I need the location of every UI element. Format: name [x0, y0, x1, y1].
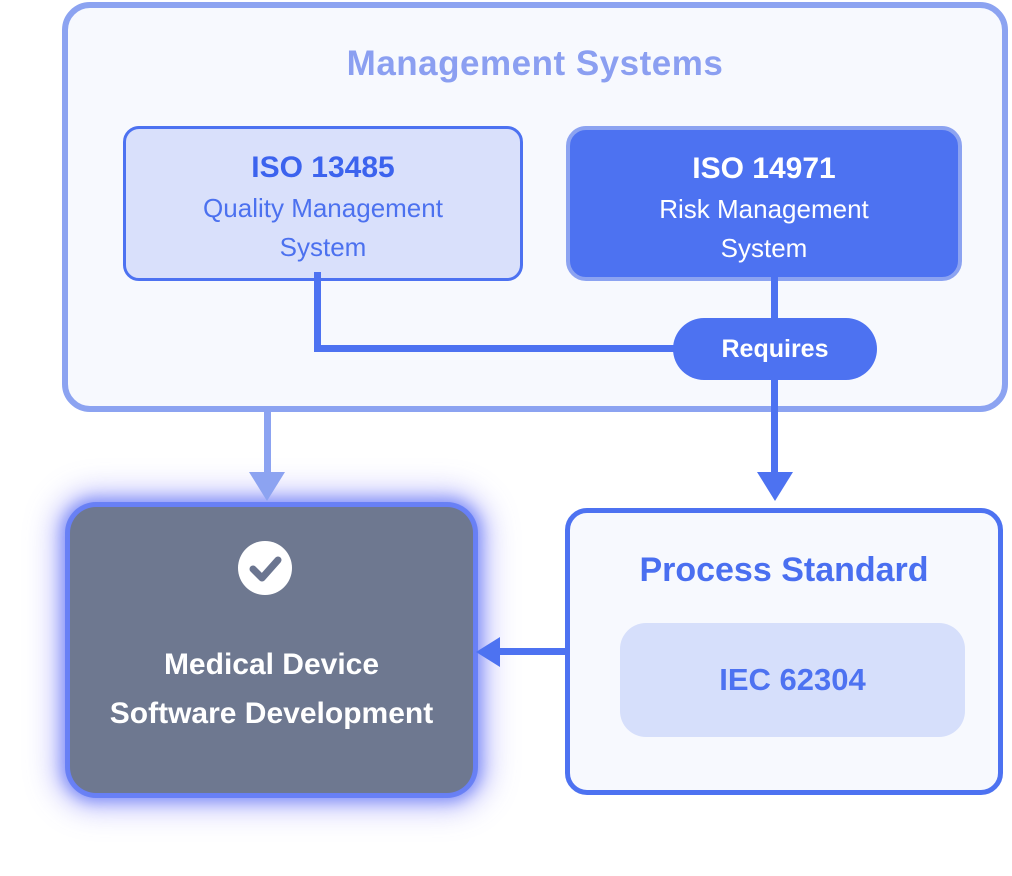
software-development-label: Medical Device Software Development	[109, 648, 434, 730]
management-systems-group: Management Systems ISO 13485 Quality Man…	[62, 2, 1008, 412]
arrow-down-icon-process-standard	[757, 472, 793, 501]
process-standard-title: Process Standard	[639, 551, 929, 589]
arrow-down-icon-software	[249, 472, 285, 501]
management-systems-title: Management Systems	[346, 44, 724, 83]
connector-management-to-software	[264, 411, 271, 473]
connector-iso14971-to-requires	[771, 272, 778, 322]
connector-iso13485-to-requires	[314, 345, 674, 352]
connector-process-to-software	[498, 648, 566, 655]
iso-14971-title: ISO 14971	[692, 152, 836, 185]
software-development-box: Medical Device Software Development	[70, 507, 473, 793]
process-standard-group: Process Standard IEC 62304	[565, 508, 1003, 795]
iso-13485-subtitle: Quality Management System	[203, 193, 443, 262]
iso-14971-box: ISO 14971 Risk Management System	[566, 126, 962, 281]
iso-14971-subtitle: Risk Management System	[659, 194, 869, 263]
iso-13485-box: ISO 13485 Quality Management System	[123, 126, 523, 281]
connector-iso13485-down	[314, 272, 321, 352]
check-circle-icon	[238, 541, 292, 595]
requires-badge: Requires	[673, 318, 877, 380]
iec-62304-box: IEC 62304	[620, 623, 965, 737]
arrow-left-icon-software	[476, 637, 500, 667]
iso-13485-title: ISO 13485	[251, 151, 395, 184]
connector-requires-to-process-standard	[771, 378, 778, 473]
